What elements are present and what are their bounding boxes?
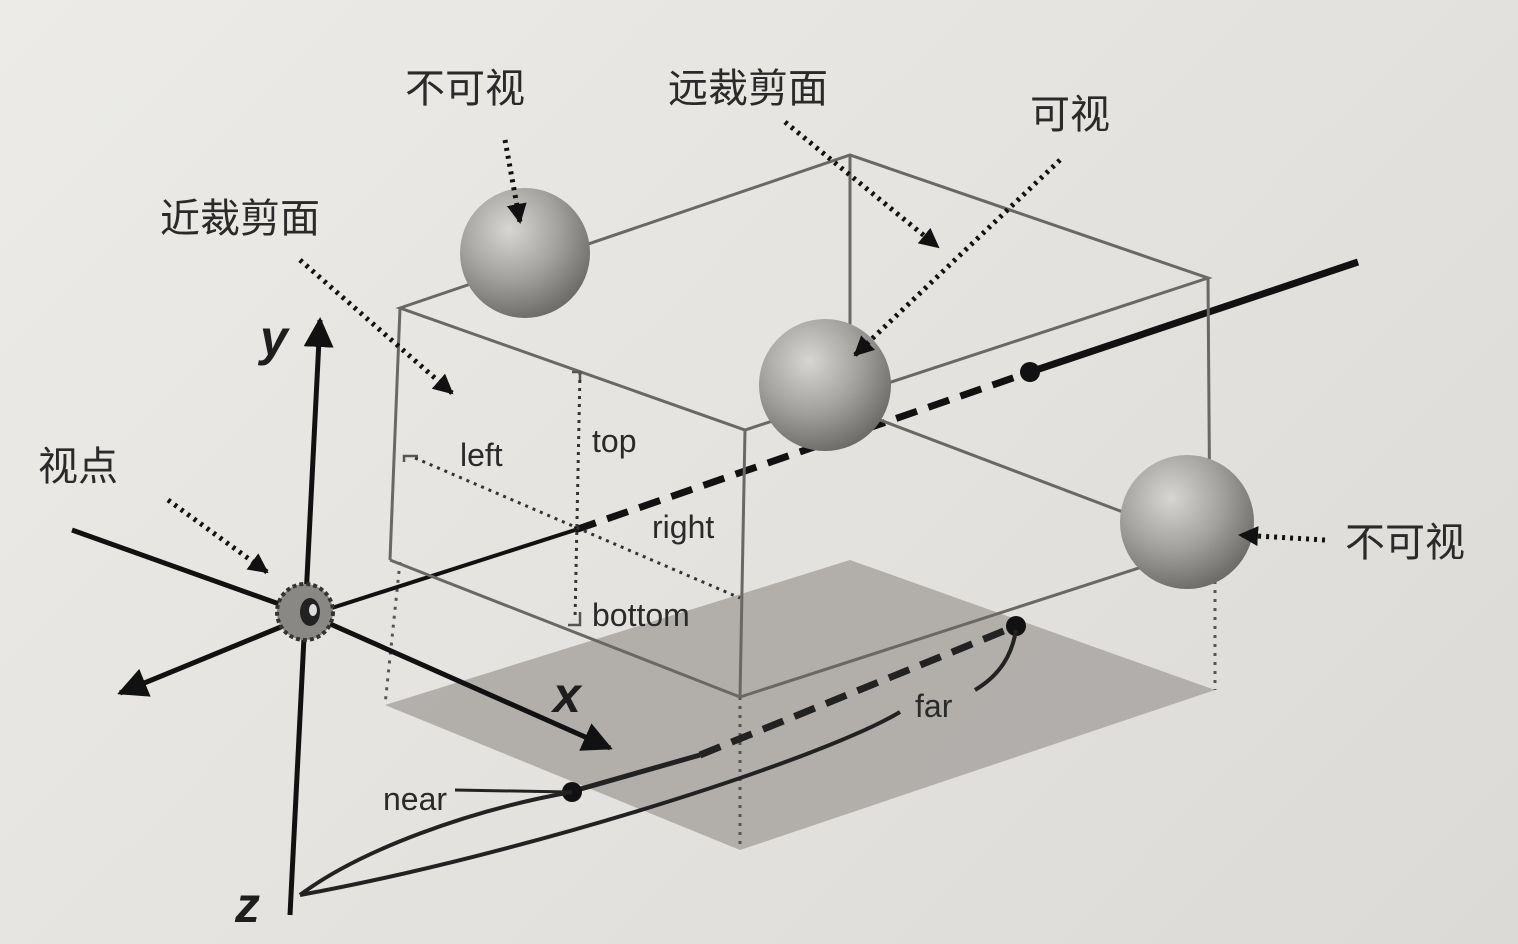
axis-label-z: z [234, 877, 260, 933]
near-label-line [454, 788, 571, 794]
view-direction-solid-far [1028, 258, 1360, 376]
label-bottom: bottom [592, 597, 690, 633]
near-plane-guides [414, 371, 741, 621]
label-near: near [383, 781, 447, 817]
eye-icon [275, 582, 335, 642]
far-hook [973, 629, 1018, 692]
label-visible: 可视 [1030, 92, 1110, 138]
label-invisible-top: 不可视 [405, 66, 525, 112]
label-far: far [915, 688, 953, 724]
label-right: right [652, 509, 714, 545]
near-curve [298, 790, 573, 897]
sphere-invisible-top [460, 188, 590, 318]
pointer-arrows [166, 120, 1326, 575]
sphere-visible [759, 319, 891, 451]
ground-far-point [1006, 616, 1026, 636]
label-top: top [592, 423, 636, 459]
axis-label-x: x [550, 667, 583, 723]
sphere-invisible-right [1120, 455, 1254, 589]
label-viewpoint: 视点 [38, 444, 118, 490]
label-left: left [460, 437, 503, 473]
far-curve [299, 710, 902, 897]
axis-label-y: y [257, 310, 290, 366]
x-axis [308, 612, 613, 751]
near-plane-brackets [402, 370, 582, 627]
ground-plane [385, 560, 1215, 850]
ground-line-dashed [698, 622, 1018, 759]
label-invisible-right: 不可视 [1345, 520, 1465, 566]
view-axis-front [71, 527, 311, 618]
far-point [1020, 362, 1040, 382]
view-axis-back [117, 612, 311, 697]
view-direction-dashed [573, 368, 1032, 534]
label-far-plane: 远裁剪面 [668, 66, 828, 112]
projection-lines [383, 545, 1217, 850]
ground-line-solid [569, 752, 701, 795]
label-near-plane: 近裁剪面 [160, 196, 320, 242]
view-direction-solid-near [309, 528, 576, 617]
z-axis-line [72, 525, 560, 530]
